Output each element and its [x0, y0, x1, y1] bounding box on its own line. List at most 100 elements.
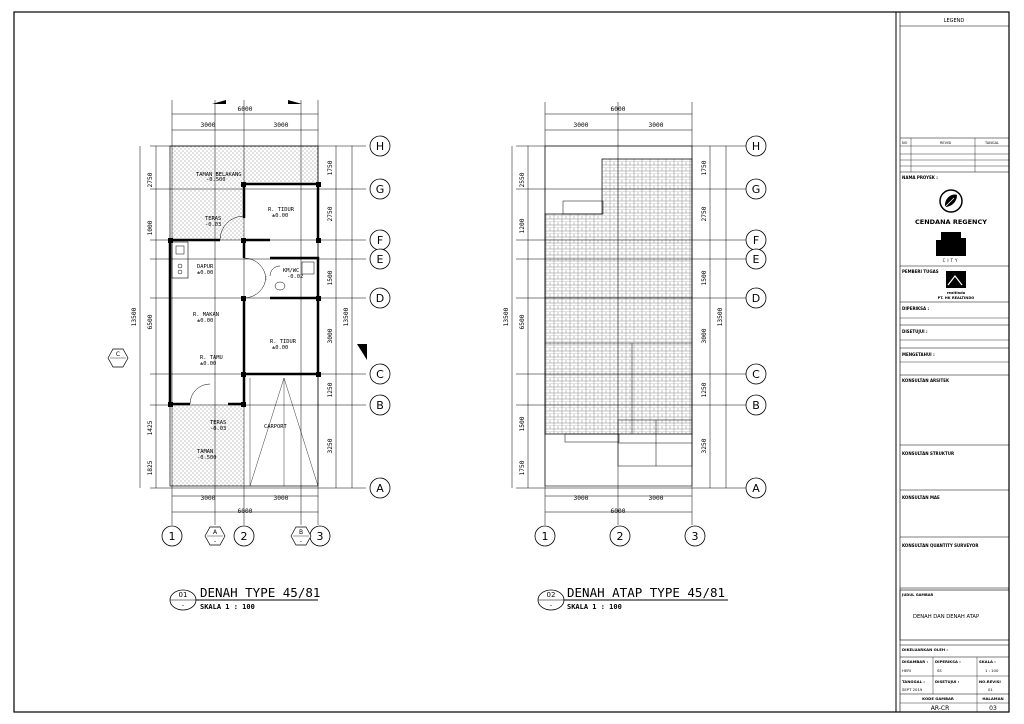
p1-grid-row-g: G	[376, 183, 385, 196]
section-a-dash: -	[214, 538, 216, 545]
taman-depan-hatch	[172, 404, 244, 486]
norevisi-value: 01	[988, 687, 993, 692]
room-teras-1-level: -0.03	[205, 222, 221, 228]
p1-grid-row-d: D	[376, 292, 384, 305]
p1-dim-right-2: 2750	[327, 206, 334, 221]
p2-grid-col-2: 2	[617, 530, 624, 543]
p2-dim-right-2: 2750	[701, 206, 708, 221]
skala-value: 1 : 100	[985, 668, 999, 673]
p2-grid-row-e: E	[753, 253, 760, 266]
p2-dim-left-2: 1200	[519, 218, 526, 233]
hk-logo-icon	[946, 271, 966, 288]
digambar-value: HERI	[902, 668, 911, 673]
p1-dim-top-2: 3000	[274, 122, 289, 129]
section-c-label: C	[116, 351, 120, 358]
p1-grid-row-e: E	[377, 253, 384, 266]
p1-grid-row-f: F	[377, 234, 383, 247]
p1-dim-right-5: 1250	[327, 382, 334, 397]
p2-dim-left-5: 1750	[519, 460, 526, 475]
konsultan-struktur-label: KONSULTAN STRUKTUR	[902, 451, 954, 456]
room-makan-name: R. MAKAN	[193, 312, 219, 318]
p1-dim-left-4: 1425	[147, 420, 154, 435]
judul-gambar-value: DENAH DAN DENAH ATAP	[913, 614, 979, 620]
p2-dim-right-total: 13500	[717, 307, 724, 326]
client-name: PT. HK REALTINDO	[938, 296, 975, 300]
dikeluarkan-label: DIKELUARKAN OLEH :	[902, 647, 948, 652]
p1-grid-col-2: 2	[241, 530, 248, 543]
pemberi-tugas-label: PEMBERI TUGAS	[902, 269, 939, 274]
p2-dim-right-3: 1500	[701, 270, 708, 285]
p1-dim-right-6: 3250	[327, 438, 334, 453]
p1-grid-row-h: H	[376, 140, 384, 153]
p1-dim-right-1: 1750	[327, 160, 334, 175]
room-tamu-level: ±0.00	[200, 361, 216, 367]
room-carport-name: CARPORT	[264, 424, 287, 430]
section-a-label: A	[213, 529, 218, 536]
p2-grid-row-b: B	[752, 399, 760, 412]
room-dapur-name: DAPUR	[197, 264, 214, 270]
p1-dim-bottom-2: 3000	[274, 495, 289, 502]
p2-dim-left-4: 1500	[519, 416, 526, 431]
plan2-scale: SKALA 1 : 100	[567, 603, 622, 611]
p1-dim-left-1: 2750	[147, 172, 154, 187]
p2-grid-col-1: 1	[542, 530, 549, 543]
p2-dim-bottom-2: 3000	[649, 495, 664, 502]
diperiksa2-label: DIPERIKSA :	[935, 659, 961, 664]
plan2-number-dash: -	[550, 602, 552, 609]
room-tamu-name: R. TAMU	[200, 355, 223, 361]
roof-plan-02: 6000 3000 3000 3000 3000 6000 2550 1200 …	[503, 102, 767, 611]
room-kmwc-name: KM/WC	[283, 268, 299, 274]
p2-dim-top-1: 3000	[574, 122, 589, 129]
digambar-label: DIGAMBAR :	[902, 659, 928, 664]
p1-dim-left-2: 1000	[147, 220, 154, 235]
room-makan-level: ±0.00	[197, 318, 213, 324]
roof-tile-area	[544, 158, 693, 435]
p1-dim-left-total: 13500	[131, 307, 138, 326]
room-kmwc-level: -0.02	[287, 274, 303, 280]
cendana-leaf-icon	[939, 189, 963, 213]
room-dapur-level: ±0.00	[197, 270, 213, 276]
konsultan-qs-label: KONSULTAN QUANTITY SURVEYOR	[902, 543, 978, 548]
p1-dim-right-3: 1500	[327, 270, 334, 285]
project-logo-text: CENDANA REGENCY	[915, 218, 987, 226]
rev-header-tangal: TANGAL	[984, 141, 999, 145]
p1-dim-left-5: 1825	[147, 460, 154, 475]
halaman-label: HALAMAN	[982, 696, 1003, 701]
section-b-label: B	[299, 529, 303, 536]
floor-plan-01: TAMAN BELAKANG -0.500 R. TIDUR ±0.00 TER…	[107, 100, 391, 611]
city-logo-text: CITY	[943, 258, 960, 263]
plan1-title: DENAH TYPE 45/81	[200, 585, 320, 600]
p1-dim-left-3: 6500	[147, 314, 154, 329]
kode-label: KODE GAMBAR	[922, 696, 954, 701]
room-taman-belakang-level: -0.500	[206, 177, 225, 183]
konsultan-arsitek-label: KONSULTAN ARSITEK	[902, 378, 950, 383]
p2-dim-top-total: 6000	[611, 106, 626, 113]
city-building-icon	[936, 232, 966, 256]
tanggal-value: SEPT 2019	[902, 687, 923, 692]
p2-dim-bottom-total: 6000	[611, 508, 626, 515]
section-b-dash: -	[300, 538, 302, 545]
tanggal-label: TANGGAL :	[902, 679, 925, 684]
p1-grid-col-3: 3	[317, 530, 324, 543]
p2-grid-row-g: G	[752, 183, 761, 196]
p1-grid-row-c: C	[376, 368, 384, 381]
disetujui-label: DISETUJUI :	[902, 329, 928, 334]
norevisi-label: NO.REVISI	[979, 679, 1001, 684]
p1-grid-col-1: 1	[169, 530, 176, 543]
room-teras-1-name: TERAS	[205, 216, 221, 222]
plan1-scale: SKALA 1 : 100	[200, 603, 255, 611]
sheet-border	[13, 11, 1010, 713]
room-teras-2-level: -0.03	[210, 426, 226, 432]
konsultan-mae-label: KONSULTAN MAE	[902, 495, 940, 500]
skala-label: SKALA :	[979, 659, 996, 664]
p2-grid-row-d: D	[752, 292, 760, 305]
p2-dim-left-total: 13500	[503, 307, 510, 326]
taman-belakang-hatch	[172, 146, 318, 184]
nama-proyek-label: NAMA PROYEK :	[902, 175, 938, 180]
p1-dim-bottom-total: 6000	[238, 508, 253, 515]
plan2-number: 02	[547, 591, 556, 599]
room-taman-level: -0.500	[197, 455, 216, 461]
kode-value: AR-CR	[931, 705, 950, 712]
room-tidur-2-name: R. TIDUR	[270, 339, 297, 345]
p1-dim-right-4: 3000	[327, 328, 334, 343]
